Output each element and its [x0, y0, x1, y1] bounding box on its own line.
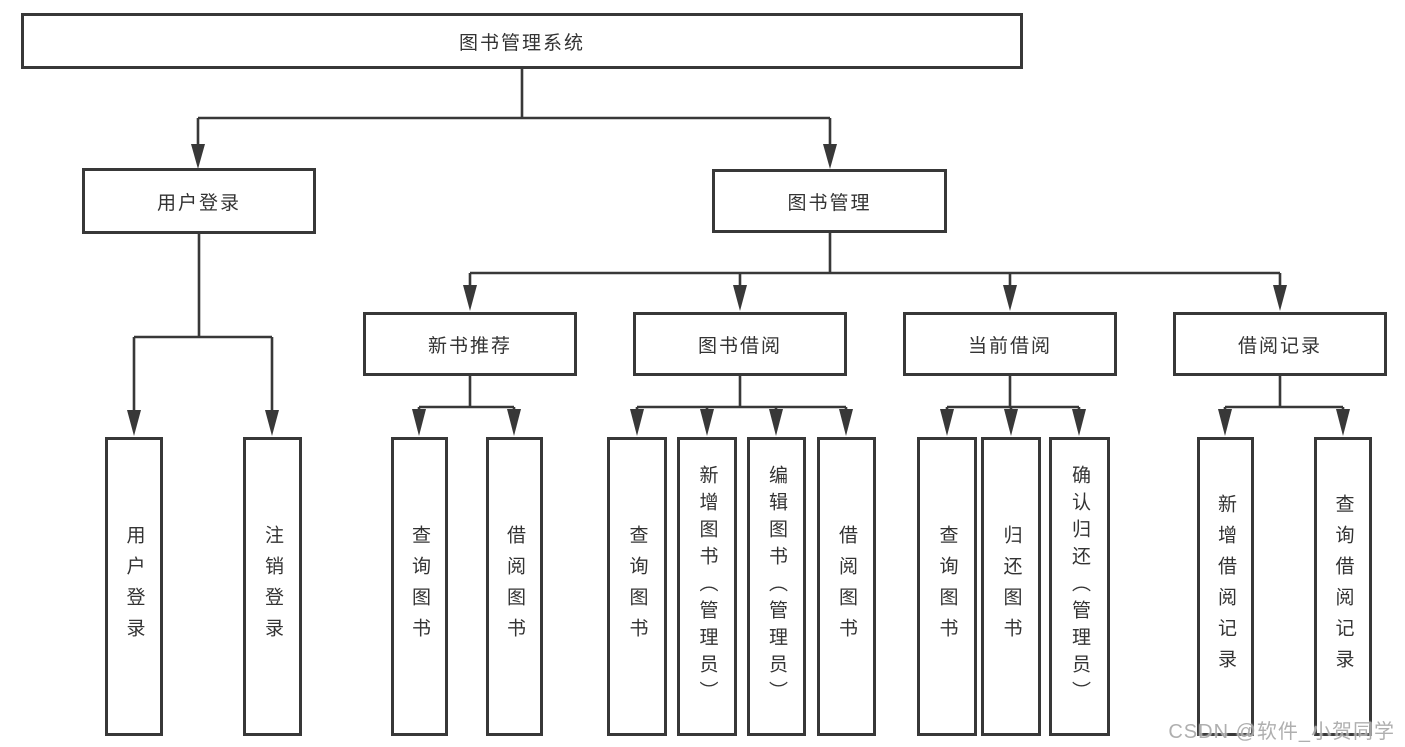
node-label: 注销登录: [262, 524, 283, 649]
node-book-management: 图书管理: [712, 169, 947, 233]
node-query-books-leaf: 查询图书: [607, 437, 667, 736]
node-label: 借阅图书: [836, 524, 857, 649]
node-new-book-recommendation: 新书推荐: [363, 312, 577, 376]
node-label: 编辑图书（管理员）: [766, 465, 787, 708]
connector-new-book-split: [412, 376, 521, 436]
node-logout-leaf: 注销登录: [243, 437, 302, 736]
node-confirm-return-admin-leaf: 确认归还（管理员）: [1049, 437, 1110, 736]
node-query-borrow-record-leaf: 查询借阅记录: [1314, 437, 1372, 736]
node-query-books-leaf: 查询图书: [391, 437, 448, 736]
node-label: 借阅图书: [504, 524, 525, 649]
node-query-books-leaf: 查询图书: [917, 437, 977, 736]
node-label: 查询借阅记录: [1332, 493, 1354, 680]
node-label: 确认归还（管理员）: [1069, 465, 1090, 708]
connector-book-management-split: [463, 233, 1287, 311]
node-label: 查询图书: [626, 524, 648, 649]
node-label: 查询图书: [936, 524, 958, 649]
connector-current-borrow-split: [940, 376, 1086, 436]
node-label: 归还图书: [1000, 524, 1022, 649]
connector-user-login-split: [127, 234, 279, 436]
node-edit-books-admin-leaf: 编辑图书（管理员）: [747, 437, 806, 736]
node-user-login-leaf: 用户登录: [105, 437, 163, 736]
node-add-borrow-record-leaf: 新增借阅记录: [1197, 437, 1254, 736]
node-label: 新增借阅记录: [1215, 493, 1236, 680]
node-label: 查询图书: [409, 524, 430, 649]
connector-borrow-records-split: [1218, 376, 1350, 436]
node-user-login: 用户登录: [82, 168, 316, 234]
csdn-watermark: CSDN @软件_小贺同学: [1168, 721, 1395, 743]
connector-book-borrow-split: [630, 376, 853, 436]
node-book-borrowing: 图书借阅: [633, 312, 847, 376]
node-borrow-books-leaf: 借阅图书: [486, 437, 543, 736]
node-library-management-system: 图书管理系统: [21, 13, 1023, 69]
node-label: 新增图书（管理员）: [696, 465, 718, 708]
node-borrow-books-leaf: 借阅图书: [817, 437, 876, 736]
node-borrowing-records: 借阅记录: [1173, 312, 1387, 376]
node-current-borrowing: 当前借阅: [903, 312, 1117, 376]
node-add-books-admin-leaf: 新增图书（管理员）: [677, 437, 737, 736]
node-label: 用户登录: [123, 524, 145, 649]
node-return-books-leaf: 归还图书: [981, 437, 1041, 736]
connector-root-split: [191, 69, 837, 169]
